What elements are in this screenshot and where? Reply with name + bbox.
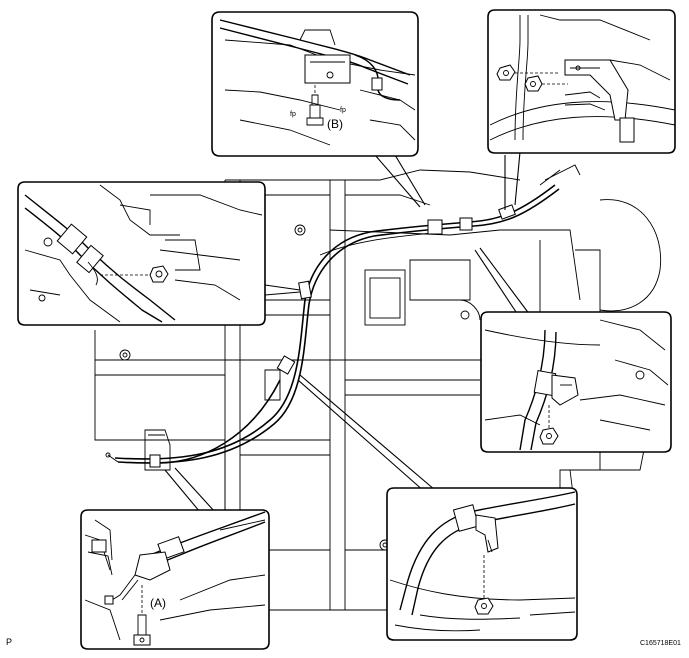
inset-left bbox=[17, 181, 266, 326]
callout-leaders bbox=[164, 151, 531, 513]
inset-bottom-left: (A) bbox=[80, 509, 270, 650]
callout-label-b: (B) bbox=[327, 117, 343, 131]
inset-right-middle bbox=[480, 311, 672, 453]
inset-top-right bbox=[487, 9, 676, 154]
inset-top-center: fp fp (B) bbox=[211, 11, 419, 157]
svg-text:fp: fp bbox=[290, 111, 296, 118]
callout-label-a: (A) bbox=[150, 596, 166, 610]
figure-code: C165718E01 bbox=[640, 640, 681, 647]
parking-brake-cables bbox=[105, 164, 581, 468]
svg-text:fp: fp bbox=[340, 107, 346, 114]
corner-mark: P bbox=[6, 637, 12, 647]
inset-bottom-right bbox=[386, 487, 578, 641]
